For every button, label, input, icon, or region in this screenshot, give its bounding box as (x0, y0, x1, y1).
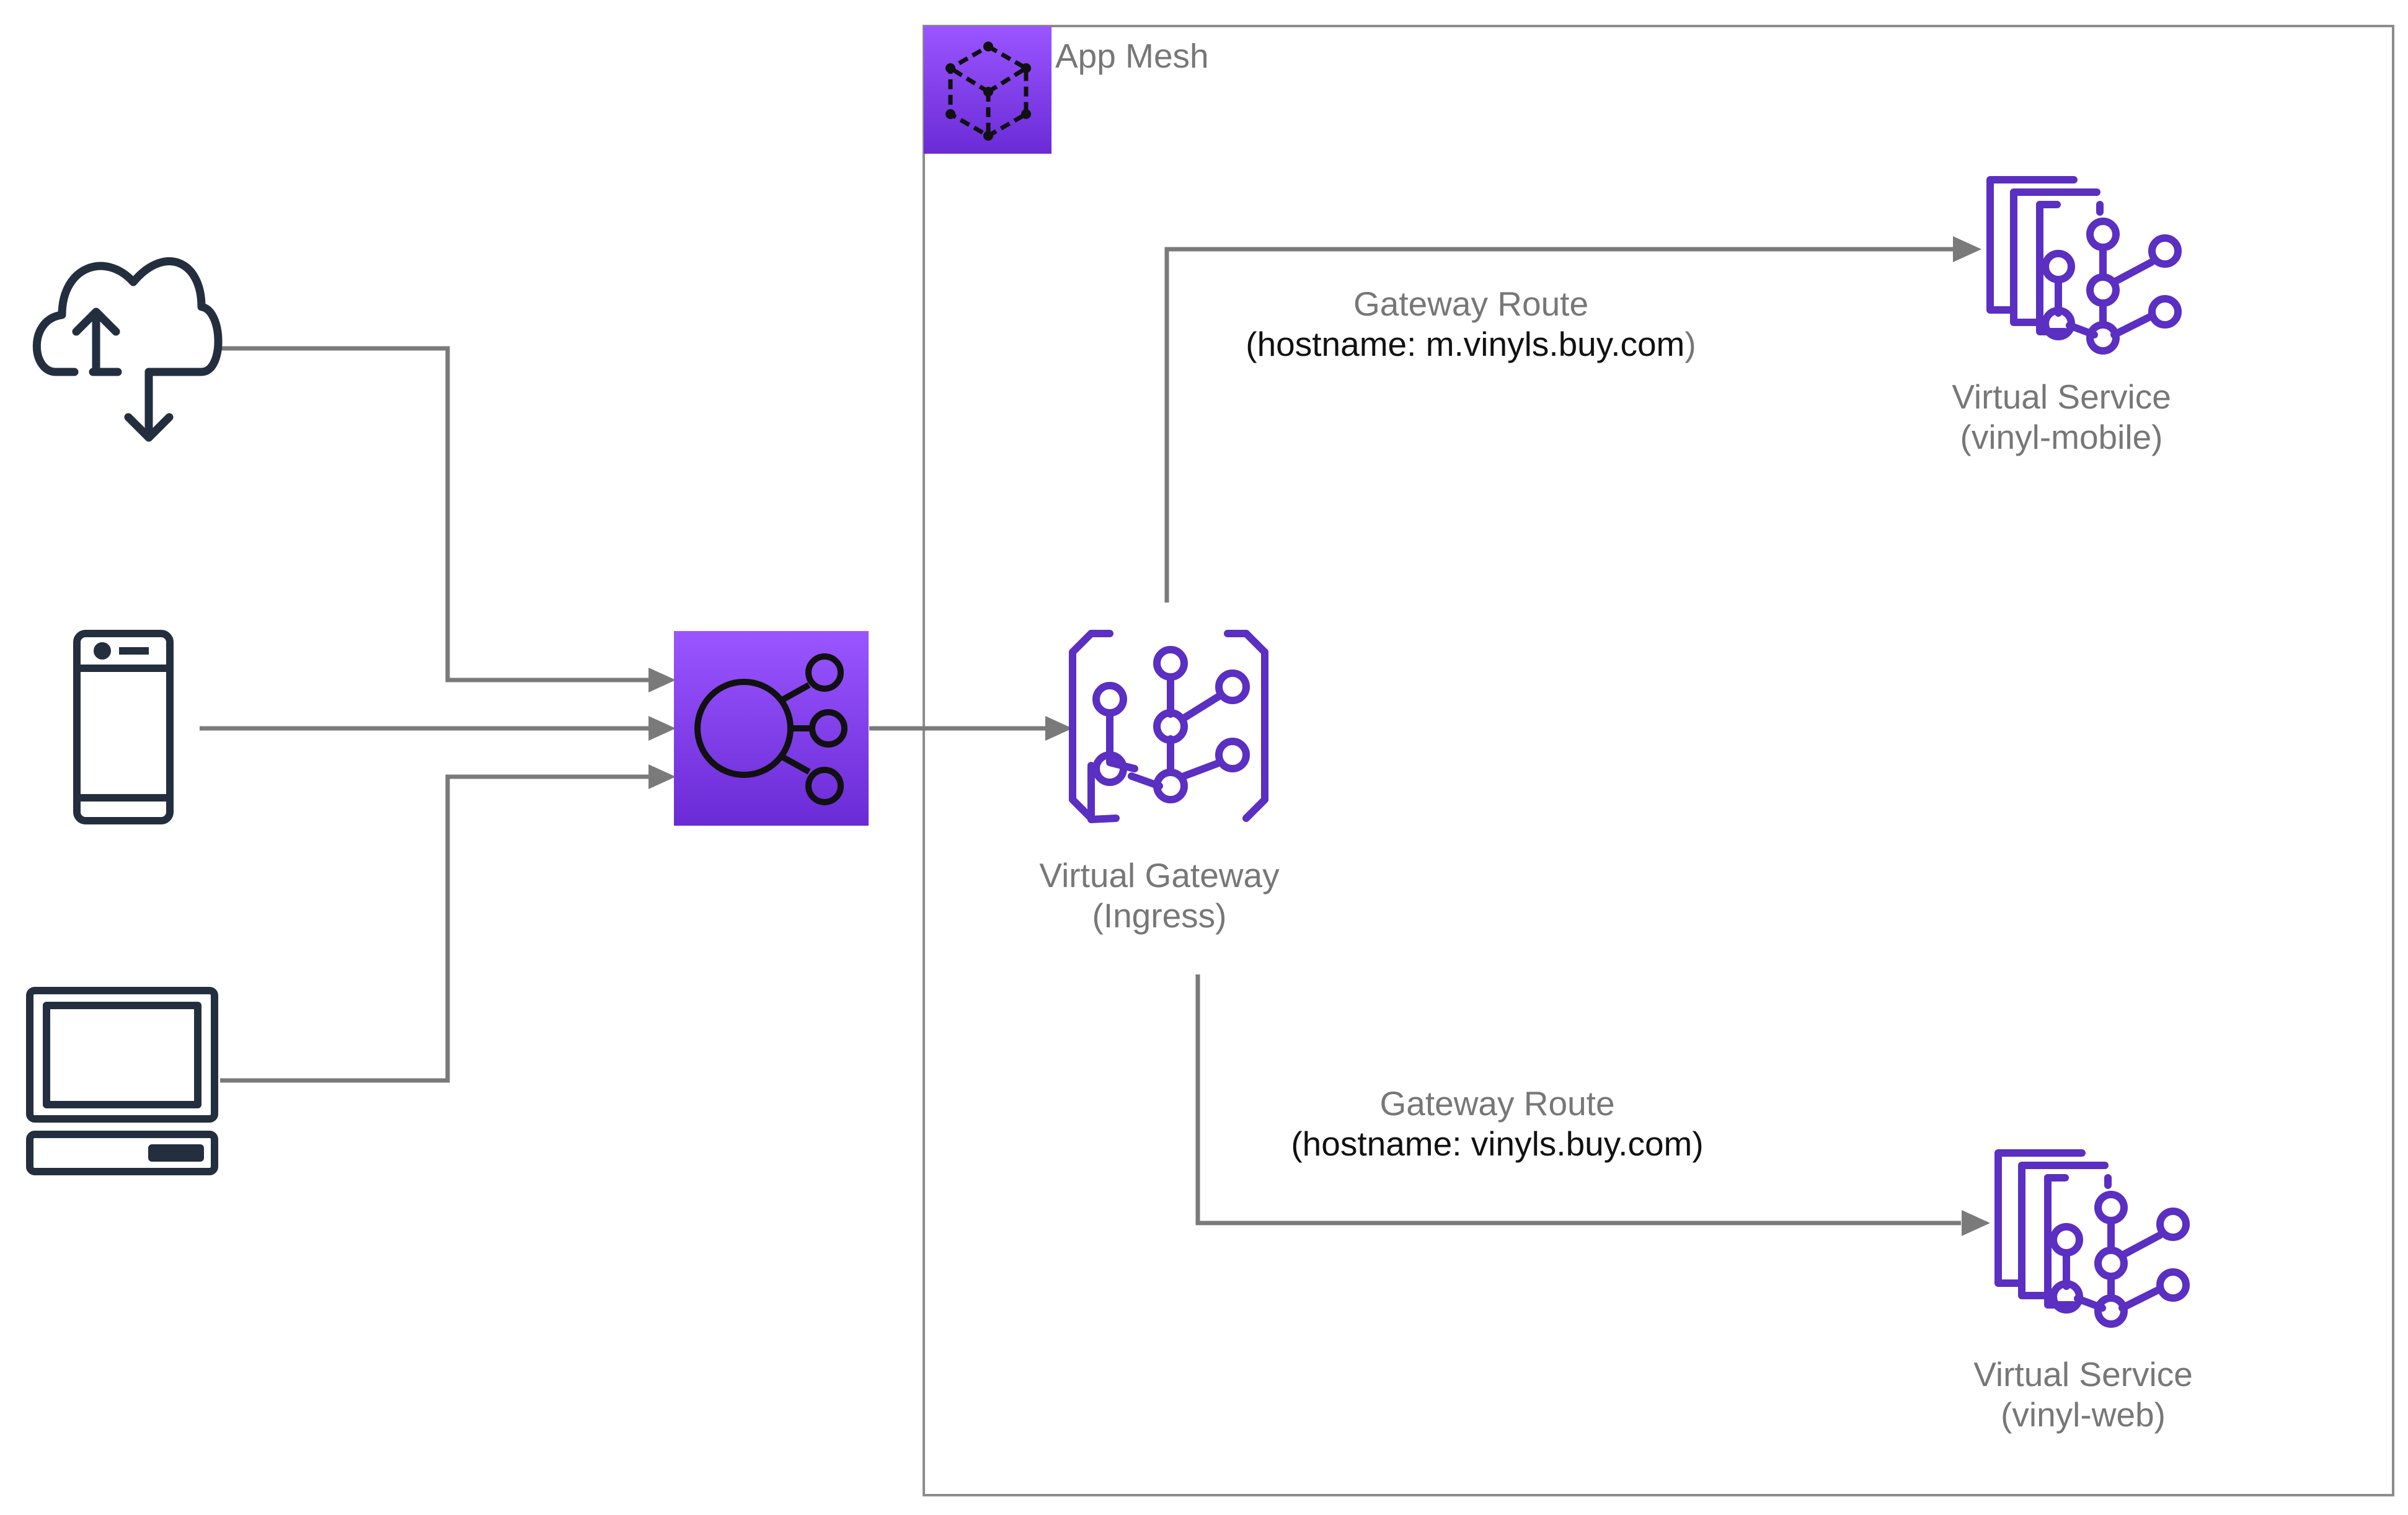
virtual-service-icon (1986, 176, 2182, 355)
virtual-gateway-icon (1069, 630, 1268, 823)
virtual-gateway-name: Virtual Gateway (1039, 856, 1280, 894)
gateway-route-title: Gateway Route (1353, 285, 1589, 323)
virtual-gateway-role: (Ingress) (1092, 896, 1227, 935)
cloud-upload-download-icon (32, 257, 223, 442)
paren-open: ( (1246, 325, 1257, 363)
virtual-service-name: Virtual Service (1952, 378, 2171, 416)
desktop-computer-icon (26, 987, 218, 1175)
virtual-service-id: (vinyl-web) (2001, 1395, 2166, 1434)
virtual-service-web-label: Virtual Service (vinyl-web) (1937, 1354, 2229, 1435)
arrowhead (1953, 236, 1981, 262)
connector-gateway-to-mobile-service (1164, 247, 1953, 603)
gateway-route-title: Gateway Route (1379, 1084, 1615, 1123)
gateway-route-hostname: hostname: m.vinyls.buy.com (1257, 325, 1685, 363)
app-mesh-frame (923, 25, 2394, 1496)
mobile-phone-icon (73, 630, 174, 824)
virtual-service-id: (vinyl-mobile) (1960, 418, 2163, 456)
virtual-service-mobile-label: Virtual Service (vinyl-mobile) (1916, 377, 2207, 457)
virtual-gateway-label: Virtual Gateway (Ingress) (1004, 855, 1314, 936)
connector-cloud-to-elb (220, 346, 651, 682)
paren-close: ) (1692, 1124, 1704, 1163)
virtual-service-icon (1994, 1149, 2190, 1328)
arrowhead (1962, 1210, 1990, 1236)
virtual-service-name: Virtual Service (1973, 1355, 2193, 1394)
arrowhead (648, 668, 676, 692)
app-mesh-icon (924, 26, 1051, 154)
connector-desktop-to-elb (220, 774, 651, 1083)
gateway-route-web-label: Gateway Route (hostname: vinyls.buy.com) (1277, 1084, 1717, 1164)
arrowhead (648, 716, 676, 741)
connector-gateway-to-web-service (1195, 974, 1961, 1226)
arrowhead (1045, 716, 1073, 741)
gateway-route-mobile-label: Gateway Route (hostname: m.vinyls.buy.co… (1240, 284, 1702, 364)
elastic-load-balancer-icon (674, 631, 869, 826)
paren-open: ( (1291, 1124, 1303, 1163)
arrowhead (648, 764, 676, 789)
gateway-route-hostname: hostname: vinyls.buy.com (1302, 1124, 1693, 1163)
app-mesh-title: App Mesh (1055, 37, 1209, 75)
paren-close: ) (1684, 325, 1696, 363)
